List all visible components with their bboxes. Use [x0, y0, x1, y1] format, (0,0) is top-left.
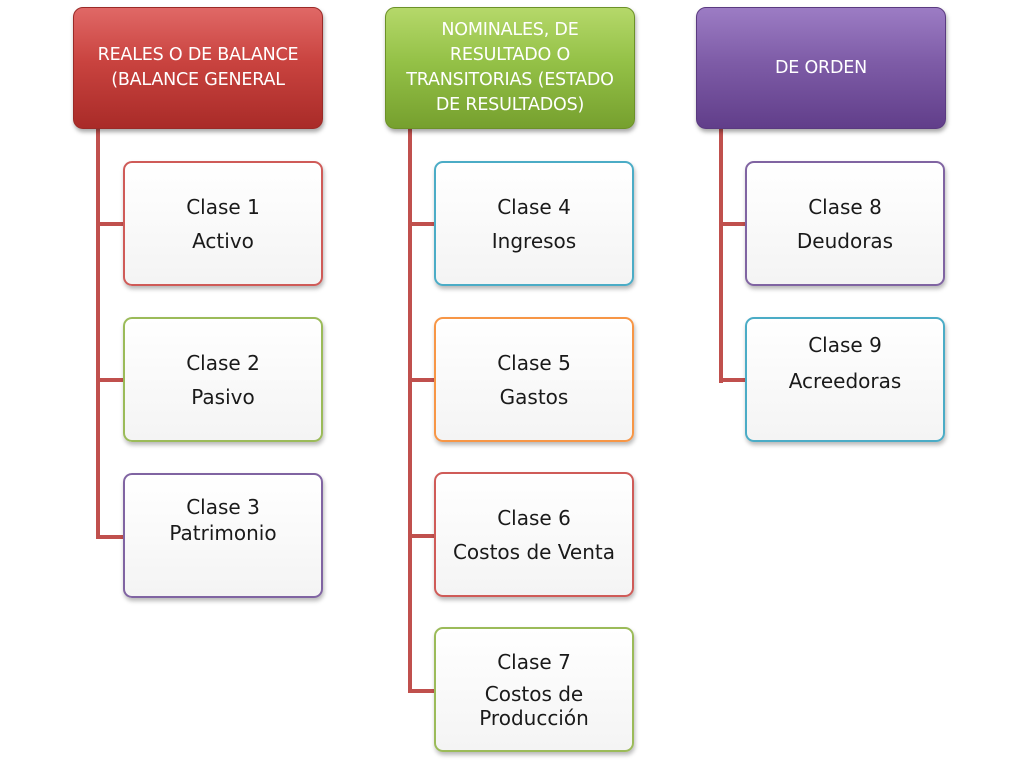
class-box-2: Clase 2 Pasivo — [123, 317, 323, 442]
class-number: Clase 8 — [808, 194, 882, 219]
column-2-connector-branch — [408, 534, 436, 538]
column-3-connector-trunk — [719, 128, 723, 383]
column-1-connector-trunk — [96, 128, 100, 539]
class-box-1: Clase 1 Activo — [123, 161, 323, 286]
class-box-4: Clase 4 Ingresos — [434, 161, 634, 286]
column-3-connector-branch — [719, 378, 747, 382]
class-number: Clase 4 — [497, 194, 571, 219]
header-de-orden: DE ORDEN — [696, 7, 946, 129]
class-label: Gastos — [499, 384, 569, 409]
header-reales-balance: REALES O DE BALANCE (BALANCE GENERAL — [73, 7, 323, 129]
class-box-7: Clase 7 Costos de Producción — [434, 627, 634, 752]
class-label: Ingresos — [491, 228, 577, 253]
class-label: Activo — [192, 228, 254, 253]
class-label: Deudoras — [796, 228, 894, 253]
class-label: Costos de Venta — [452, 539, 616, 564]
class-box-8: Clase 8 Deudoras — [745, 161, 945, 286]
column-3-connector-branch — [719, 222, 747, 226]
column-2-connector-branch — [408, 378, 436, 382]
header-nominales-resultado: NOMINALES, DE RESULTADO O TRANSITORIAS (… — [385, 7, 635, 129]
class-label: Pasivo — [191, 384, 255, 409]
column-2-connector-trunk — [408, 128, 412, 693]
column-1-connector-branch — [96, 222, 124, 226]
class-label: Acreedoras — [788, 369, 902, 393]
class-box-5: Clase 5 Gastos — [434, 317, 634, 442]
class-number: Clase 2 — [186, 350, 260, 375]
class-box-3: Clase 3 Patrimonio — [123, 473, 323, 598]
class-number: Clase 5 — [497, 350, 571, 375]
class-number: Clase 6 — [497, 505, 571, 530]
column-2-connector-branch — [408, 222, 436, 226]
class-number: Clase 9 — [808, 333, 882, 357]
class-label: Costos de Producción — [479, 681, 589, 730]
class-box-6: Clase 6 Costos de Venta — [434, 472, 634, 597]
class-label: Patrimonio — [169, 521, 277, 545]
class-number: Clase 7 — [497, 649, 571, 674]
class-number: Clase 1 — [186, 194, 260, 219]
column-1-connector-branch — [96, 378, 124, 382]
class-number: Clase 3 — [186, 495, 260, 519]
column-2-connector-branch — [408, 689, 436, 693]
column-1-connector-branch — [96, 535, 124, 539]
class-box-9: Clase 9 Acreedoras — [745, 317, 945, 442]
